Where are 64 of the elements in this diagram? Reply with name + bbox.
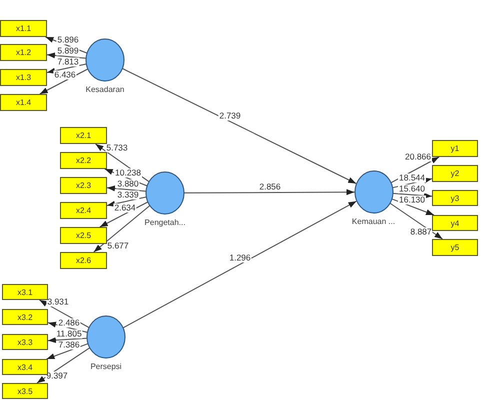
arrow bbox=[38, 300, 90, 328]
indicator-box: x2.2 bbox=[60, 152, 107, 169]
arrow bbox=[184, 189, 355, 196]
indicator-box: x1.4 bbox=[0, 94, 47, 111]
edge-label: 8.887 bbox=[409, 228, 433, 236]
indicator-box: x2.4 bbox=[60, 202, 107, 219]
indicator-box: x1.2 bbox=[0, 44, 47, 61]
indicator-box: x3.1 bbox=[2, 284, 48, 300]
indicator-box: x2.6 bbox=[60, 252, 107, 269]
edge-label: 1.296 bbox=[228, 254, 252, 262]
arrow bbox=[99, 202, 148, 228]
edge-label: 16.130 bbox=[398, 196, 426, 204]
arrow bbox=[48, 337, 88, 344]
edge-label: 7.386 bbox=[57, 340, 81, 350]
indicator-box: x3.5 bbox=[2, 383, 48, 399]
arrow bbox=[39, 68, 88, 94]
arrow bbox=[389, 202, 443, 240]
construct-label: Persepsi bbox=[90, 362, 122, 371]
edge-label: 3.339 bbox=[116, 190, 140, 200]
edge-label: 2.739 bbox=[218, 112, 242, 120]
construct-label: Pengetah... bbox=[144, 218, 186, 227]
edge-label: 2.634 bbox=[113, 204, 137, 212]
indicator-box: x1.1 bbox=[0, 20, 47, 37]
arrow bbox=[106, 196, 147, 207]
indicator-box: x1.3 bbox=[0, 69, 47, 86]
indicator-box: x3.3 bbox=[2, 334, 48, 350]
arrow bbox=[93, 205, 150, 252]
edge-label: 18.544 bbox=[398, 174, 426, 182]
edge-label: 3.931 bbox=[46, 298, 70, 306]
indicator-box: y4 bbox=[432, 215, 478, 231]
indicator-box: y3 bbox=[432, 190, 478, 206]
arrow bbox=[122, 200, 357, 328]
arrow bbox=[48, 322, 88, 333]
edge-label: 6.436 bbox=[53, 70, 77, 80]
edge-label: 5.733 bbox=[105, 144, 129, 152]
edge-label: 2.856 bbox=[258, 182, 282, 192]
indicator-box: x2.3 bbox=[60, 177, 107, 194]
indicator-box: x2.5 bbox=[60, 227, 107, 244]
indicator-box: y2 bbox=[432, 165, 478, 182]
edge-label: 11.805 bbox=[55, 330, 83, 338]
edge-label: 7.813 bbox=[56, 58, 80, 66]
construct-label: Kemauan ... bbox=[352, 217, 396, 226]
edge-label: 20.866 bbox=[404, 152, 432, 162]
edge-label: 5.899 bbox=[56, 46, 80, 56]
edge-label: 5.677 bbox=[106, 242, 130, 250]
edge-label: 15.640 bbox=[398, 184, 426, 194]
indicator-box: x3.2 bbox=[2, 309, 48, 325]
arrow bbox=[46, 343, 88, 360]
edge-label: 9.397 bbox=[45, 372, 69, 380]
indicator-box: y5 bbox=[432, 239, 478, 256]
edge-label: 5.896 bbox=[56, 36, 80, 44]
indicator-box: x3.4 bbox=[2, 359, 48, 375]
edge-label: 3.880 bbox=[116, 180, 140, 188]
edge-label: 2.486 bbox=[57, 318, 81, 328]
arrow bbox=[46, 52, 87, 59]
indicator-box: y1 bbox=[432, 140, 478, 157]
arrow bbox=[36, 347, 90, 384]
arrow bbox=[106, 185, 147, 192]
indicator-box: x2.1 bbox=[60, 127, 107, 144]
arrow bbox=[46, 64, 87, 74]
edge-label: 10.238 bbox=[114, 168, 142, 178]
construct-label: Kesadaran bbox=[86, 85, 124, 94]
arrow bbox=[122, 68, 357, 184]
arrow bbox=[392, 192, 432, 199]
